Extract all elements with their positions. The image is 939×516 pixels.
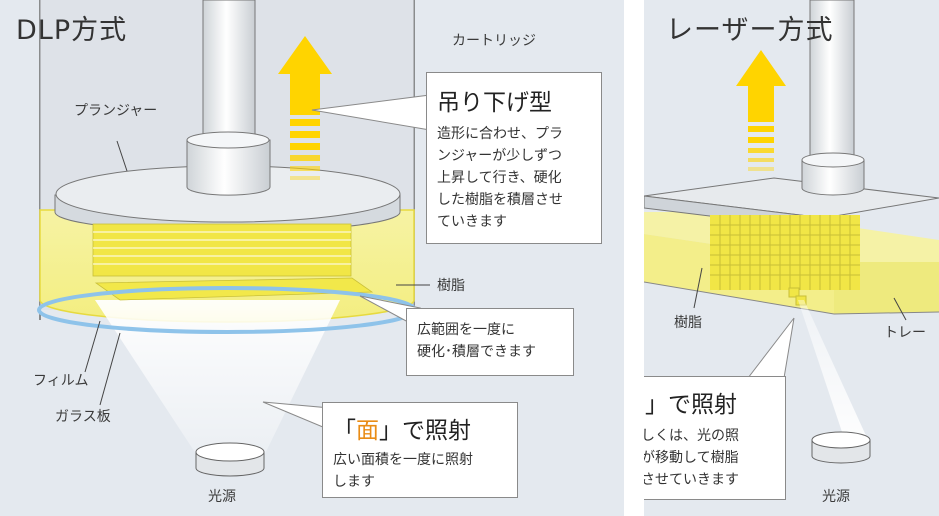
laser-shaft bbox=[809, 0, 855, 161]
callout-hanging-title: 吊り下げ型 bbox=[437, 90, 552, 116]
plunger-label: プランジャー bbox=[74, 103, 158, 119]
dlp-light-cone bbox=[95, 300, 340, 460]
laser-light-source-label: 光源 bbox=[822, 489, 850, 505]
laser-panel: レーザー方式 樹脂 トレー 光源 「点」で照射 光源もしくは、光の照 射位置が移… bbox=[644, 0, 939, 516]
laser-illustration bbox=[644, 0, 939, 464]
laser-title: レーザー方式 bbox=[666, 15, 834, 46]
callout-hanging-body: 造形に合わせ、プラ ンジャーが少しずつ 上昇して行き、硬化 した樹脂を積層させ … bbox=[437, 126, 563, 230]
callout-surface-title: 「面」で照射 bbox=[333, 411, 507, 445]
surface-title-open-bracket: 「 bbox=[333, 418, 356, 444]
dlp-panel: DLP方式 カートリッジ プランジャー 樹脂 フィルム ガラス板 光源 吊り下げ… bbox=[0, 0, 624, 516]
laser-resin-label: 樹脂 bbox=[674, 315, 702, 331]
dlp-light-source-icon bbox=[195, 442, 265, 477]
cartridge-label: カートリッジ bbox=[452, 33, 536, 49]
dlp-title: DLP方式 bbox=[16, 15, 128, 46]
tray-label: トレー bbox=[884, 325, 926, 341]
dlp-light-source-label: 光源 bbox=[208, 489, 236, 505]
callout-point-title: 「点」で照射 bbox=[644, 392, 737, 418]
surface-title-rest: 」で照射 bbox=[379, 418, 471, 444]
dlp-illustration bbox=[37, 0, 431, 477]
callout-wide-area-body: 広範囲を一度に 硬化･積層できます bbox=[417, 322, 536, 360]
callout-surface-irradiation: 「面」で照射 広い面積を一度に照射 します bbox=[322, 402, 518, 498]
cured-grid bbox=[710, 215, 860, 306]
glass-label: ガラス板 bbox=[55, 409, 111, 425]
callout-point-irradiation: 「点」で照射 光源もしくは、光の照 射位置が移動して樹脂 を硬化させていきます bbox=[644, 376, 786, 500]
film-label: フィルム bbox=[33, 373, 89, 389]
callout-wide-area: 広範囲を一度に 硬化･積層できます bbox=[406, 308, 574, 376]
surface-title-accent: 面 bbox=[356, 418, 379, 444]
dlp-resin-label: 樹脂 bbox=[437, 278, 465, 294]
callout-surface-body: 広い面積を一度に照射 します bbox=[333, 452, 473, 490]
laser-beam bbox=[798, 300, 868, 444]
callout-hanging-type: 吊り下げ型 造形に合わせ、プラ ンジャーが少しずつ 上昇して行き、硬化 した樹脂… bbox=[426, 72, 602, 244]
callout-point-body: 光源もしくは、光の照 射位置が移動して樹脂 を硬化させていきます bbox=[644, 428, 739, 488]
resin-stack bbox=[92, 223, 352, 277]
plunger-shaft bbox=[202, 0, 256, 141]
dlp-up-arrow bbox=[278, 36, 332, 180]
laser-light-source-icon bbox=[811, 431, 871, 464]
laser-up-arrow bbox=[736, 50, 786, 171]
